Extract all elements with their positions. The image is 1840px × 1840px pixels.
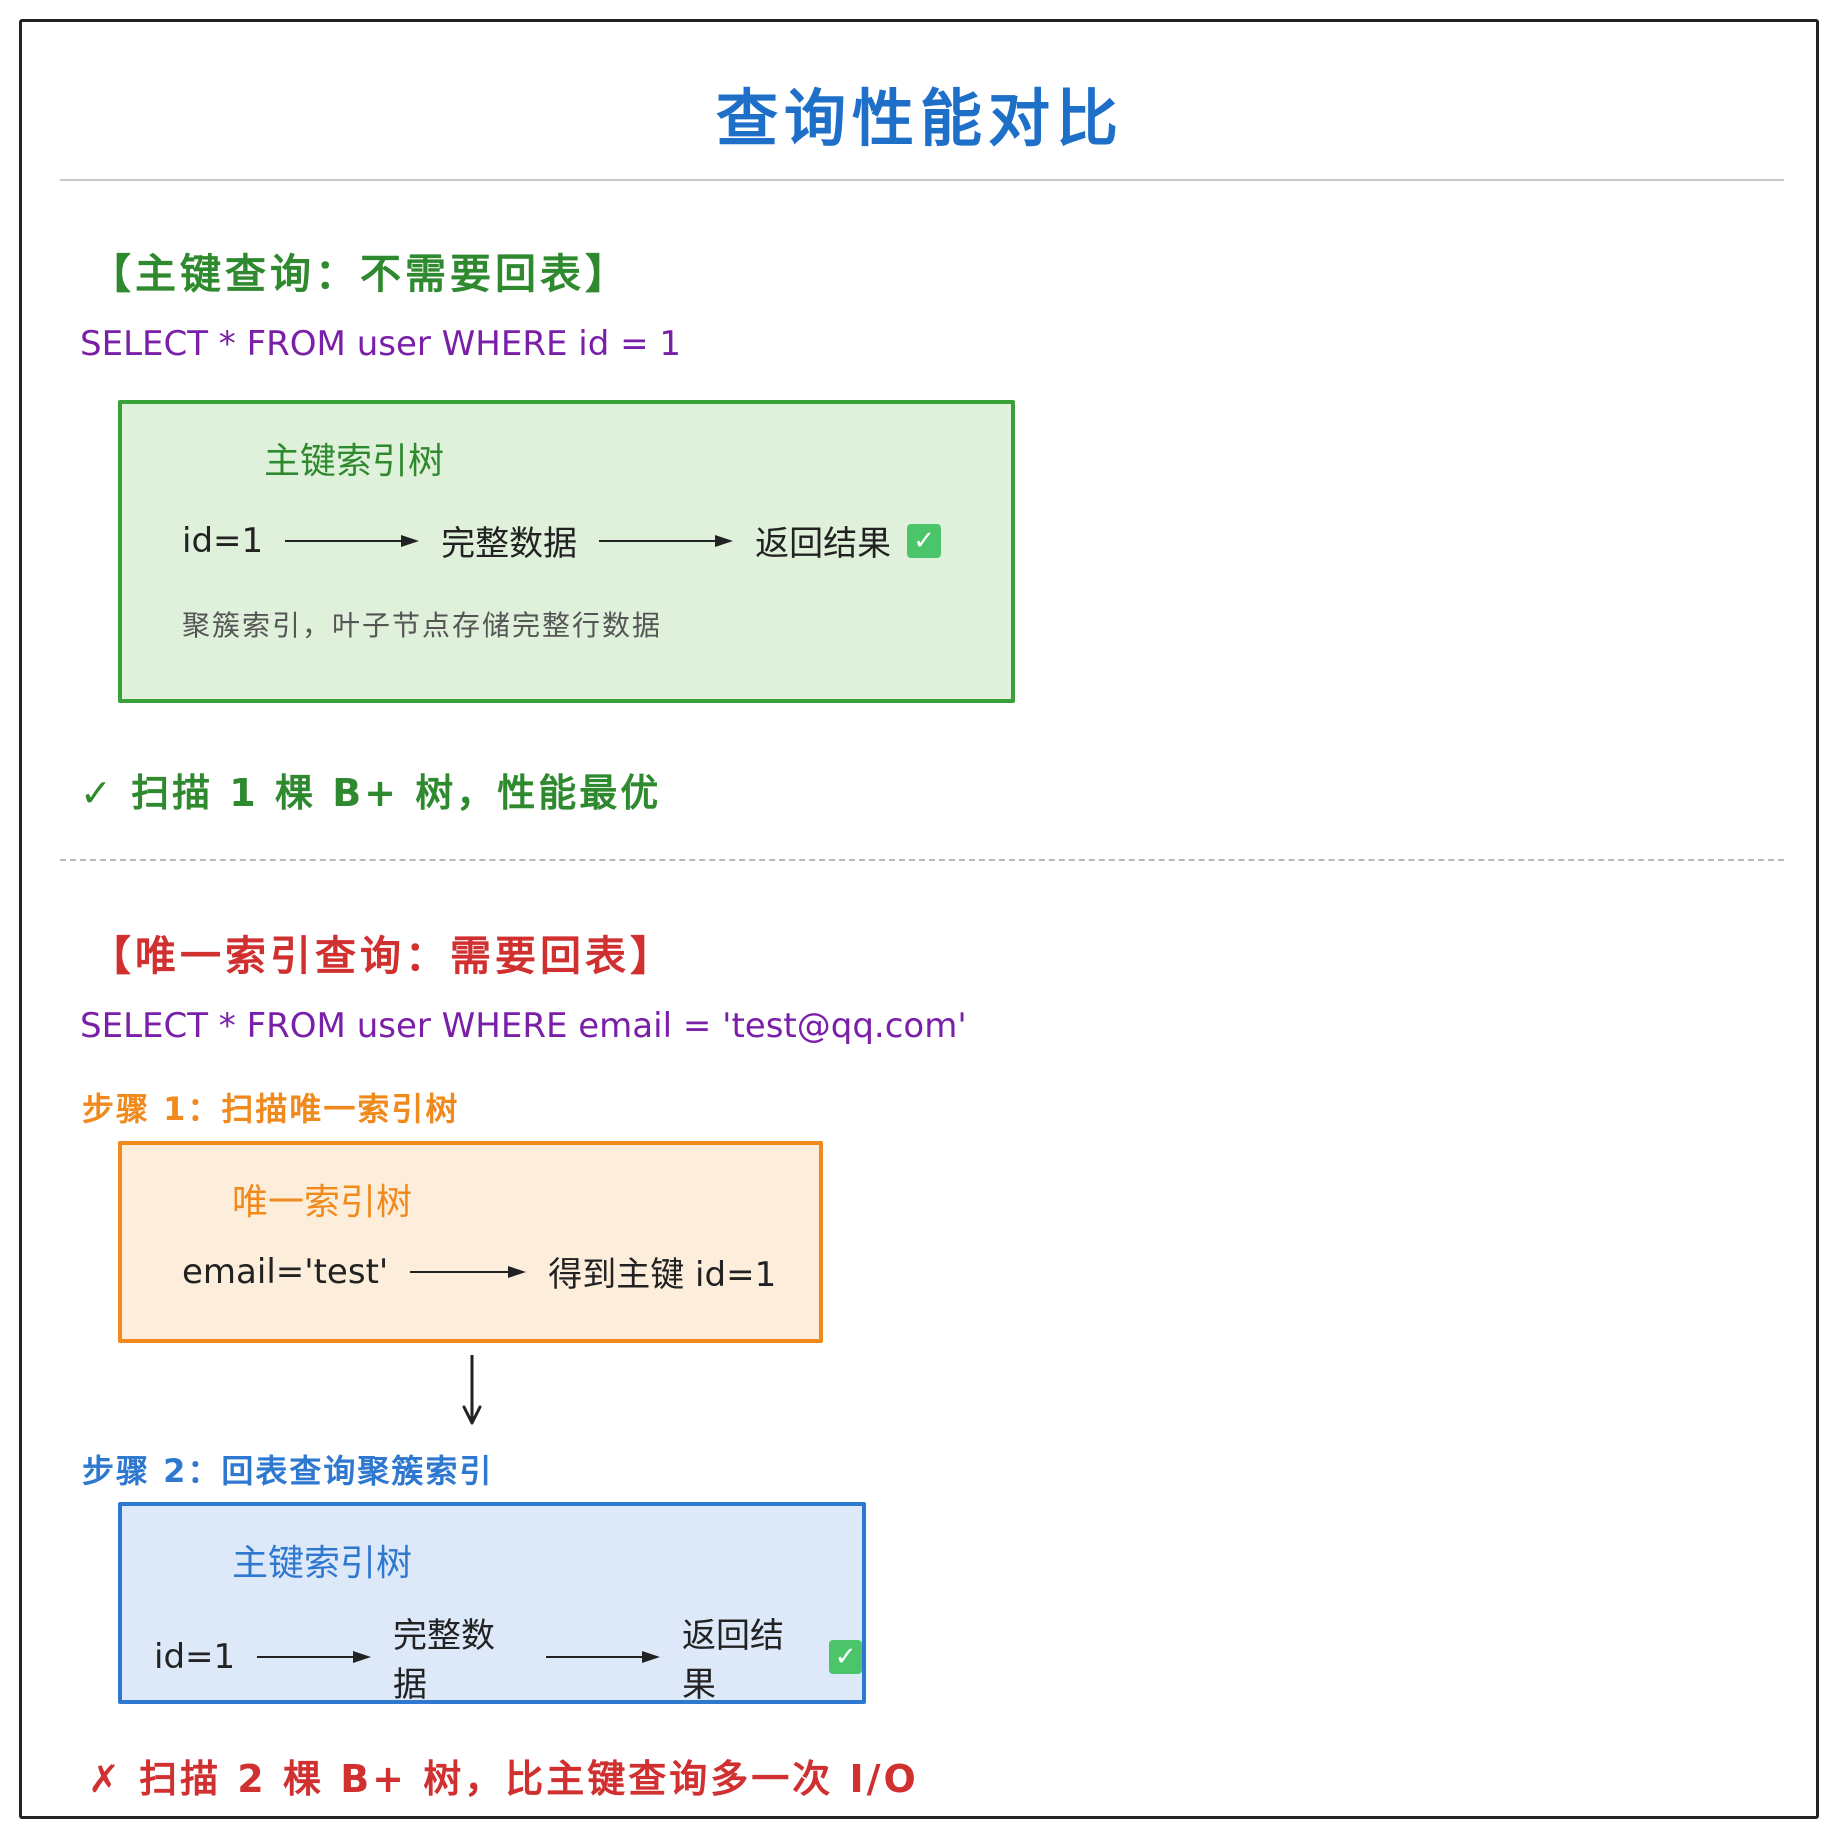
pk-box-title: 主键索引树 bbox=[264, 441, 445, 482]
right-arrow-icon bbox=[546, 1650, 660, 1664]
check-icon: ✓ bbox=[907, 523, 942, 558]
flow-node-data: 完整数据 bbox=[441, 524, 578, 564]
lookup-box-title: 主键索引树 bbox=[232, 1543, 413, 1584]
step1-label: 步骤 1：扫描唯一索引树 bbox=[82, 1090, 460, 1128]
unique-sql: SELECT * FROM user WHERE email = 'test@q… bbox=[80, 1006, 967, 1046]
flow-node-email: email='test' bbox=[182, 1251, 389, 1292]
pk-section-heading: 【主键查询：不需要回表】 bbox=[90, 250, 630, 298]
down-arrow-icon bbox=[462, 1355, 482, 1425]
unique-index-box: 唯一索引树 email='test' 得到主键 id=1 bbox=[118, 1141, 823, 1343]
flow-node-result: 返回结果 bbox=[755, 524, 892, 564]
lookup-flow: id=1 完整数据 返回结果 ✓ bbox=[154, 1608, 862, 1706]
unique-flow: email='test' 得到主键 id=1 bbox=[182, 1247, 776, 1296]
unique-box-title: 唯一索引树 bbox=[232, 1182, 413, 1223]
step2-label: 步骤 2：回表查询聚簇索引 bbox=[82, 1452, 494, 1490]
pk-sql: SELECT * FROM user WHERE id = 1 bbox=[80, 324, 682, 364]
page-title: 查询性能对比 bbox=[715, 82, 1124, 155]
title-divider bbox=[60, 179, 1784, 181]
flow-node-data: 完整数据 bbox=[392, 1616, 495, 1705]
diagram-frame bbox=[19, 19, 1819, 1819]
right-arrow-icon bbox=[285, 534, 420, 548]
unique-section-heading: 【唯一索引查询：需要回表】 bbox=[90, 932, 675, 980]
right-arrow-icon bbox=[599, 534, 734, 548]
check-icon: ✓ bbox=[829, 1640, 862, 1674]
pk-index-box: 主键索引树 id=1 完整数据 返回结果 ✓ 聚簇索引，叶子节点存储完整行数据 bbox=[118, 400, 1015, 703]
flow-node-id: id=1 bbox=[154, 1637, 236, 1677]
pk-result: ✓ 扫描 1 棵 B+ 树，性能最优 bbox=[80, 771, 662, 815]
right-arrow-icon bbox=[257, 1650, 371, 1664]
right-arrow-icon bbox=[410, 1265, 527, 1279]
flow-node-result: 返回结果 bbox=[682, 1616, 784, 1705]
section-divider bbox=[60, 859, 1784, 861]
pk-flow: id=1 完整数据 返回结果 ✓ bbox=[182, 516, 942, 565]
lookup-index-box: 主键索引树 id=1 完整数据 返回结果 ✓ bbox=[118, 1502, 866, 1706]
unique-result: ✗ 扫描 2 棵 B+ 树，比主键查询多一次 I/O bbox=[88, 1757, 919, 1801]
flow-node-pk: 得到主键 id=1 bbox=[548, 1255, 777, 1295]
pk-box-note: 聚簇索引，叶子节点存储完整行数据 bbox=[182, 609, 663, 642]
flow-node-id: id=1 bbox=[182, 520, 264, 561]
